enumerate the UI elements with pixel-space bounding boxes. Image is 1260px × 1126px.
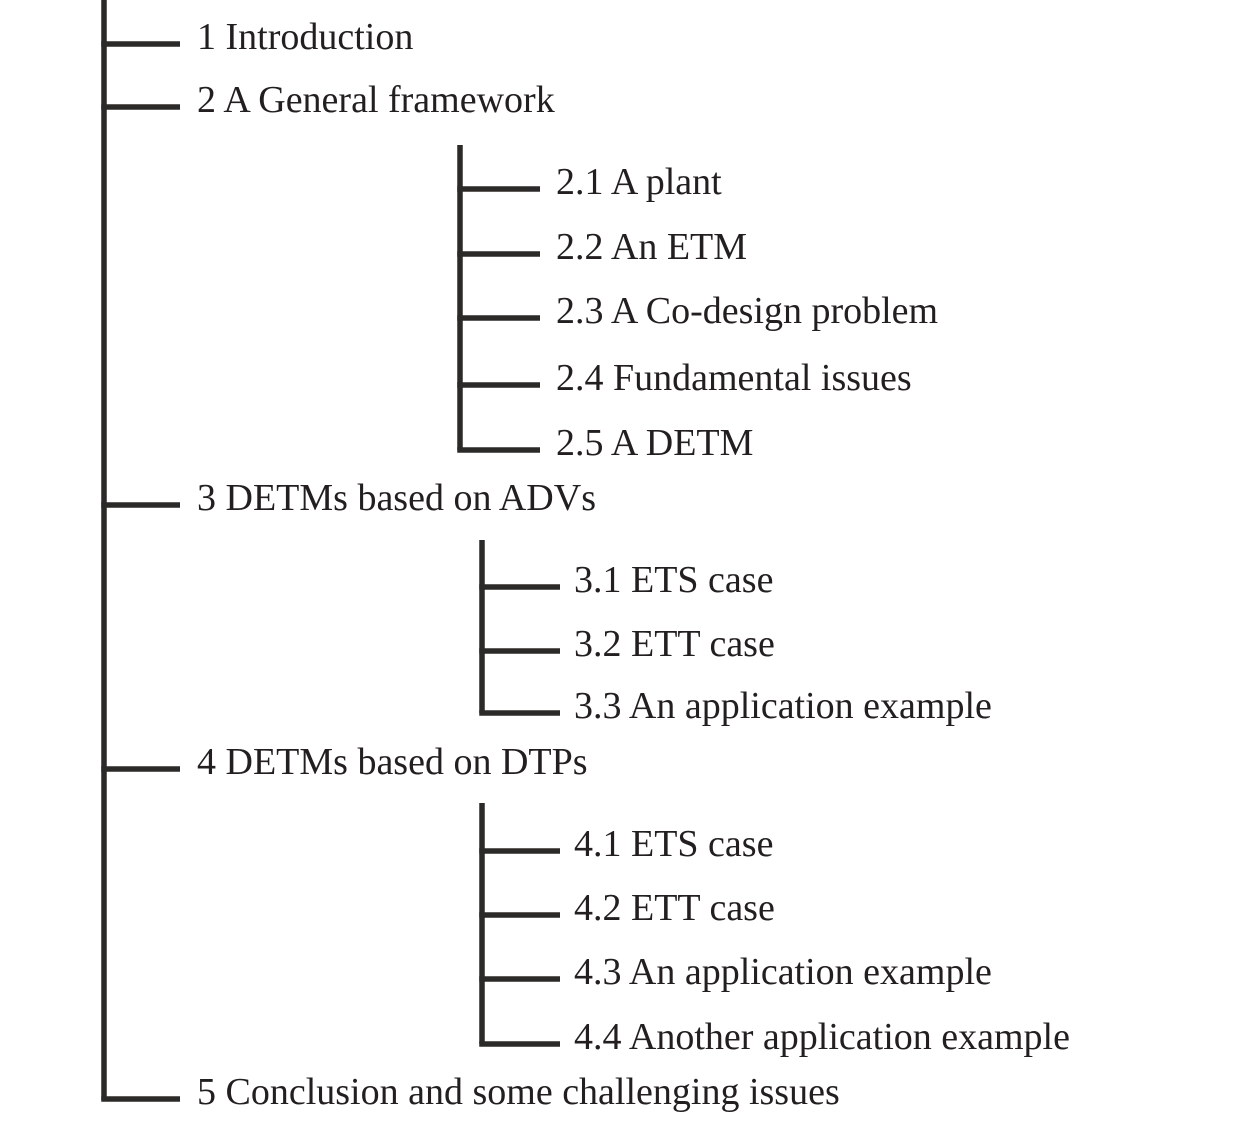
tree-node-label-sec3-3: 3.3 An application example: [574, 685, 992, 727]
tree-node-label-sec4-4: 4.4 Another application example: [574, 1016, 1070, 1058]
tree-node-label-sec1: 1 Introduction: [197, 16, 414, 58]
tree-node-label-sec4-1: 4.1 ETS case: [574, 823, 774, 865]
tree-node-label-sec5: 5 Conclusion and some challenging issues: [197, 1071, 840, 1113]
tree-node-label-sec2-4: 2.4 Fundamental issues: [556, 357, 912, 399]
tree-node-label-sec2-1: 2.1 A plant: [556, 161, 722, 203]
tree-node-label-sec4: 4 DETMs based on DTPs: [197, 741, 588, 783]
tree-node-label-sec3-2: 3.2 ETT case: [574, 623, 775, 665]
tree-node-label-sec4-2: 4.2 ETT case: [574, 887, 775, 929]
tree-node-label-sec4-3: 4.3 An application example: [574, 951, 992, 993]
tree-node-label-sec3-1: 3.1 ETS case: [574, 559, 774, 601]
tree-node-label-sec2: 2 A General framework: [197, 79, 555, 121]
tree-node-label-sec2-2: 2.2 An ETM: [556, 226, 748, 268]
tree-node-label-sec2-3: 2.3 A Co-design problem: [556, 290, 939, 332]
tree-node-label-sec3: 3 DETMs based on ADVs: [197, 477, 596, 519]
tree-node-label-sec2-5: 2.5 A DETM: [556, 422, 754, 464]
